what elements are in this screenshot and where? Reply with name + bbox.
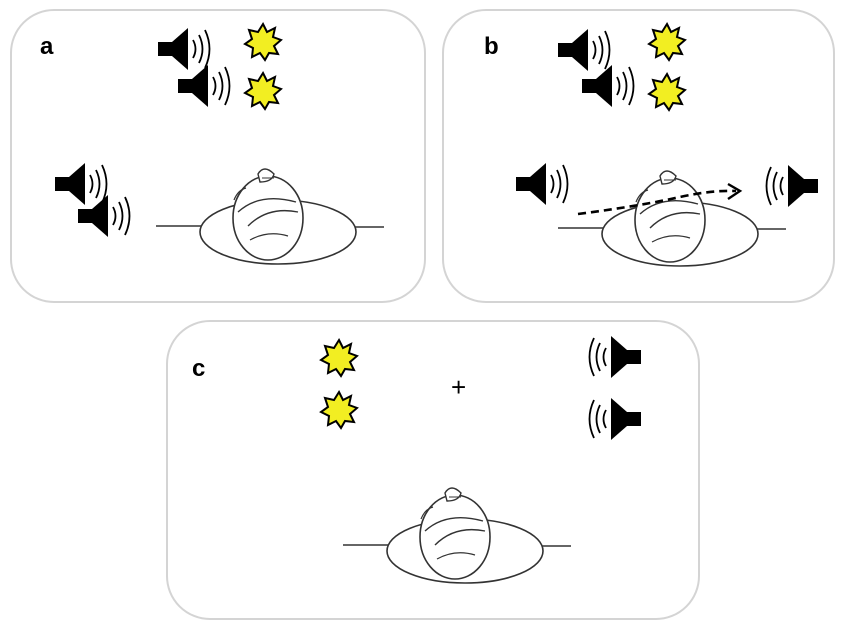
speaker-icon [767, 165, 819, 207]
panel-a: a [10, 9, 426, 303]
speaker-icon [590, 336, 642, 378]
panel-label-a: a [40, 33, 54, 60]
speaker-icon [557, 28, 611, 72]
speaker-icon [590, 398, 642, 440]
flash-icon [244, 72, 282, 110]
head-icon [557, 170, 787, 267]
flash-icon [648, 73, 686, 111]
speaker-icon [157, 27, 211, 71]
head-icon [342, 487, 572, 584]
flash-icon [244, 23, 282, 61]
fixation-cross: + [451, 372, 467, 402]
flash-icon [648, 23, 686, 61]
motion-arrow-head [727, 182, 743, 200]
speaker-icon [54, 162, 108, 206]
speaker-icon [77, 194, 131, 238]
head-icon [155, 168, 385, 265]
speaker-icon [581, 64, 635, 108]
flash-icon [320, 339, 358, 377]
panel-label-c: c [192, 355, 206, 382]
speaker-icon [515, 162, 569, 206]
flash-icon [320, 391, 358, 429]
panel-label-b: b [484, 33, 499, 60]
motion-arrow-icon [577, 189, 737, 216]
speaker-icon [177, 64, 231, 108]
